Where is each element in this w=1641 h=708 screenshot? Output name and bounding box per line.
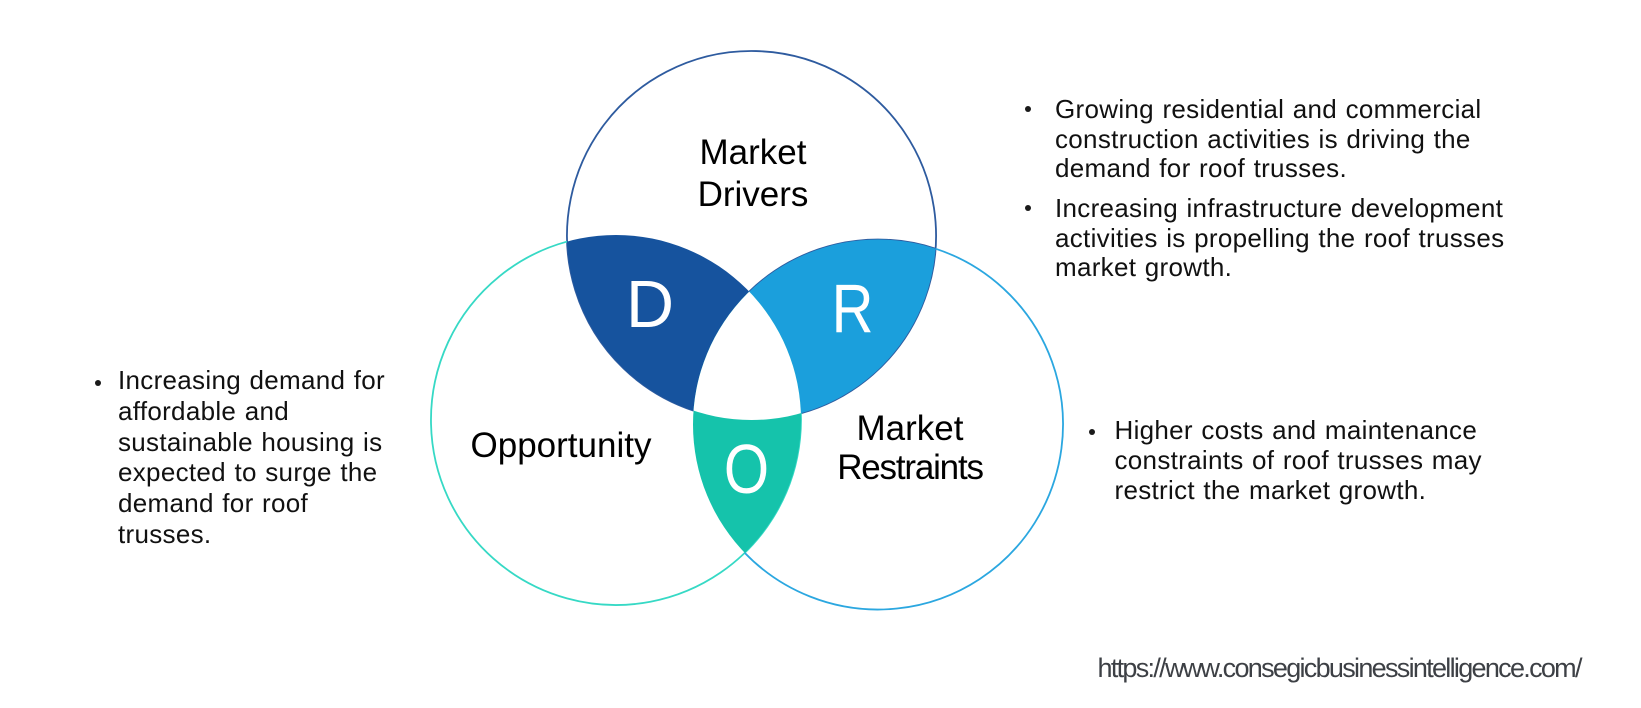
svg-text:D: D (626, 268, 674, 342)
svg-text:O: O (724, 430, 769, 508)
svg-text:R: R (832, 269, 874, 347)
